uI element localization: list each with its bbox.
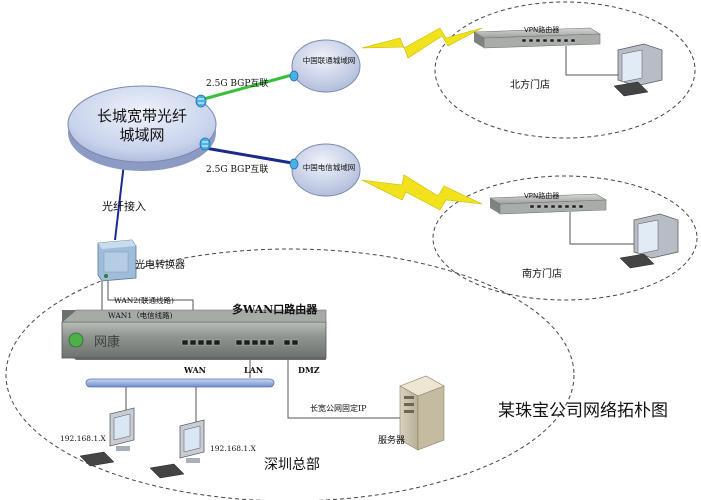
bgp-upper-label: 2.5G BGP互联 [206, 78, 268, 89]
pc-right-icon [149, 419, 205, 479]
south-vpn-port [529, 204, 535, 209]
metro-router-icon-top [195, 94, 207, 108]
metro-network-label-1: 长城宽带光纤 [97, 107, 187, 125]
north-store-region [434, 1, 696, 139]
router-lan-port [251, 339, 259, 346]
port-wan-label: WAN [183, 365, 206, 375]
metro-network-cloud: 长城宽带光纤 城域网 [67, 85, 217, 171]
router-lan-port [235, 339, 243, 346]
unicom-cloud: 中国联通城域网 [289, 39, 361, 93]
south-pc-icon [619, 213, 679, 269]
router-lan-port [267, 339, 275, 346]
lan-switch-bar [85, 378, 275, 388]
hq-region [5, 248, 575, 500]
port-lan-label: LAN [244, 365, 263, 375]
bgp-lower-label: 2.5G BGP互联 [206, 164, 268, 175]
north-vpn-port [521, 38, 527, 43]
south-vpn-ports [529, 204, 584, 209]
south-store-region [432, 175, 698, 301]
north-vpn-port [556, 38, 562, 43]
server-icon [399, 375, 445, 451]
pc-left-icon [79, 407, 135, 467]
north-vpn-port [542, 38, 548, 43]
router-wan-port [189, 339, 197, 346]
router-port-bank [181, 339, 299, 346]
router-wan-port [213, 339, 221, 346]
south-vpn-port [543, 204, 549, 209]
south-vpn-label: VPN路由器 [524, 191, 559, 200]
fixed-ip-label: 长宽公网固定IP [310, 403, 367, 413]
multi-wan-router: 网康 [61, 309, 327, 360]
router-lan-port [259, 339, 267, 346]
south-vpn-port [550, 204, 556, 209]
south-vpn-port [557, 204, 563, 209]
south-vpn-port [564, 204, 570, 209]
link-metro-unicom [199, 73, 293, 102]
unicom-cloud-label: 中国联通城域网 [303, 55, 356, 65]
south-pc-cable [569, 212, 634, 245]
north-pc-cable [565, 46, 618, 76]
router-wan-port [197, 339, 205, 346]
unicom-router-icon [289, 70, 299, 82]
port-dmz-label: DMZ [298, 365, 320, 375]
hq-label: 深圳总部 [264, 457, 320, 473]
south-vpn-port [571, 204, 577, 209]
north-vpn-router [472, 27, 602, 49]
router-dmz-port [291, 339, 299, 346]
wireless-link-north [361, 27, 483, 59]
link-metro-telecom [204, 146, 293, 165]
wan1-label: WAN1（电信线路) [108, 310, 173, 320]
south-vpn-port [578, 204, 584, 209]
ip-left-label: 192.168.1.X [60, 434, 107, 443]
north-vpn-port [570, 38, 576, 43]
router-wan-port [181, 339, 189, 346]
converter-label: 光电转换器 [135, 258, 185, 271]
metro-router-icon-bottom [199, 137, 211, 151]
metro-network-label-2: 城域网 [119, 126, 164, 144]
north-vpn-port [549, 38, 555, 43]
ip-right-label: 192.168.1.X [210, 444, 257, 453]
dmz-cable [287, 352, 405, 419]
wireless-link-south [361, 174, 483, 211]
north-vpn-port [535, 38, 541, 43]
fiber-access-label: 光纤接入 [102, 199, 146, 213]
optical-converter [97, 239, 137, 282]
router-brand-text: 网康 [94, 334, 120, 350]
north-vpn-port [528, 38, 534, 43]
north-vpn-ports [521, 38, 576, 43]
north-pc-icon [613, 43, 663, 97]
south-vpn-port [536, 204, 542, 209]
telecom-cloud-label: 中国电信城域网 [303, 162, 356, 172]
north-vpn-label: VPN路由器 [524, 25, 559, 34]
diagram-title: 某珠宝公司网络拓朴图 [498, 401, 668, 421]
north-vpn-port [563, 38, 569, 43]
south-vpn-router [488, 193, 608, 215]
south-store-label: 南方门店 [522, 267, 562, 280]
telecom-cloud: 中国电信城域网 [289, 143, 361, 197]
router-lan-port [243, 339, 251, 346]
router-dmz-port [283, 339, 291, 346]
wan2-label: WAN2(联通线路) [114, 295, 174, 305]
router-logo-icon [68, 332, 84, 348]
telecom-router-icon [289, 158, 299, 170]
router-wan-port [205, 339, 213, 346]
north-store-label: 北方门店 [510, 78, 550, 91]
server-label: 服务器 [378, 434, 405, 446]
router-label: 多WAN口路由器 [232, 302, 318, 316]
